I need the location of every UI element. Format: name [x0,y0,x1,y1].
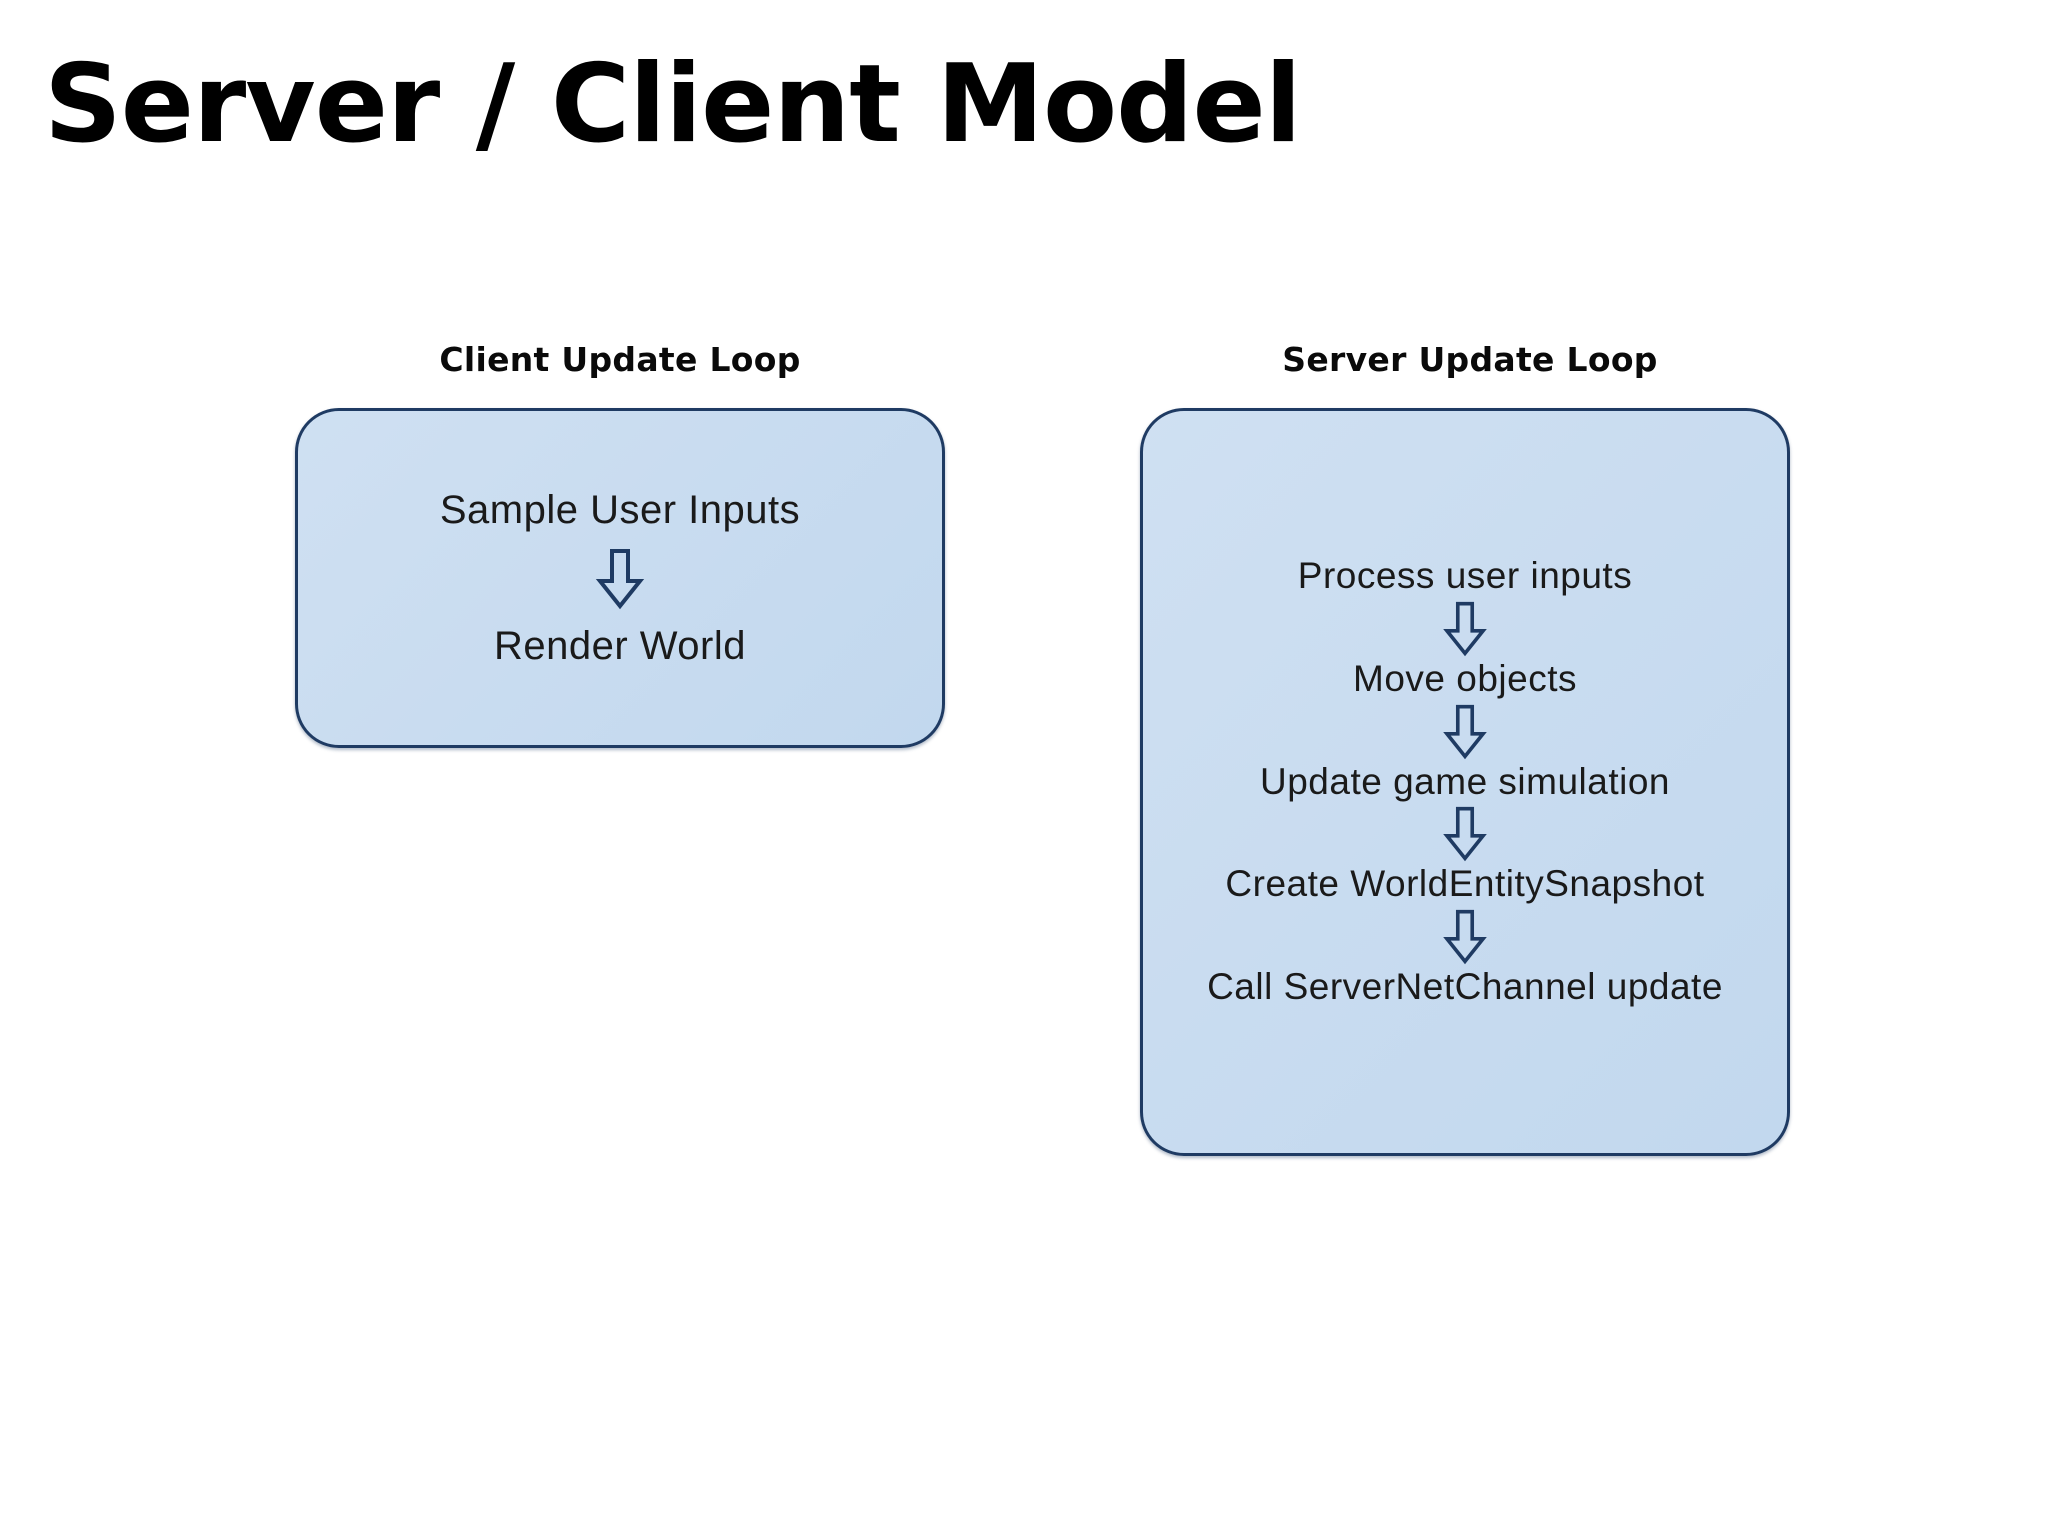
server-step-create-worldentitysnapshot: Create WorldEntitySnapshot [1225,863,1705,905]
server-step-call-servernetchannel-update: Call ServerNetChannel update [1207,966,1723,1008]
server-update-loop-box[interactable]: Process user inputs Move objects Update … [1140,408,1790,1156]
down-arrow-icon [595,548,645,610]
client-step-sample-user-inputs: Sample User Inputs [439,488,801,532]
down-arrow-icon [1442,806,1488,862]
client-update-loop-box[interactable]: Sample User Inputs Render World [295,408,945,748]
client-step-list: Sample User Inputs Render World [298,488,942,668]
server-step-list: Process user inputs Move objects Update … [1143,556,1787,1007]
client-update-loop-heading: Client Update Loop [439,340,801,379]
page-title: Server / Client Model [44,42,1302,167]
server-step-move-objects: Move objects [1353,657,1577,699]
client-step-render-world: Render World [493,624,747,668]
down-arrow-icon [1442,704,1488,760]
down-arrow-icon [1442,601,1488,657]
server-step-update-game-simulation: Update game simulation [1260,760,1670,802]
server-update-loop-heading: Server Update Loop [1282,340,1658,379]
server-step-process-user-inputs: Process user inputs [1297,555,1633,597]
down-arrow-icon [1442,909,1488,965]
